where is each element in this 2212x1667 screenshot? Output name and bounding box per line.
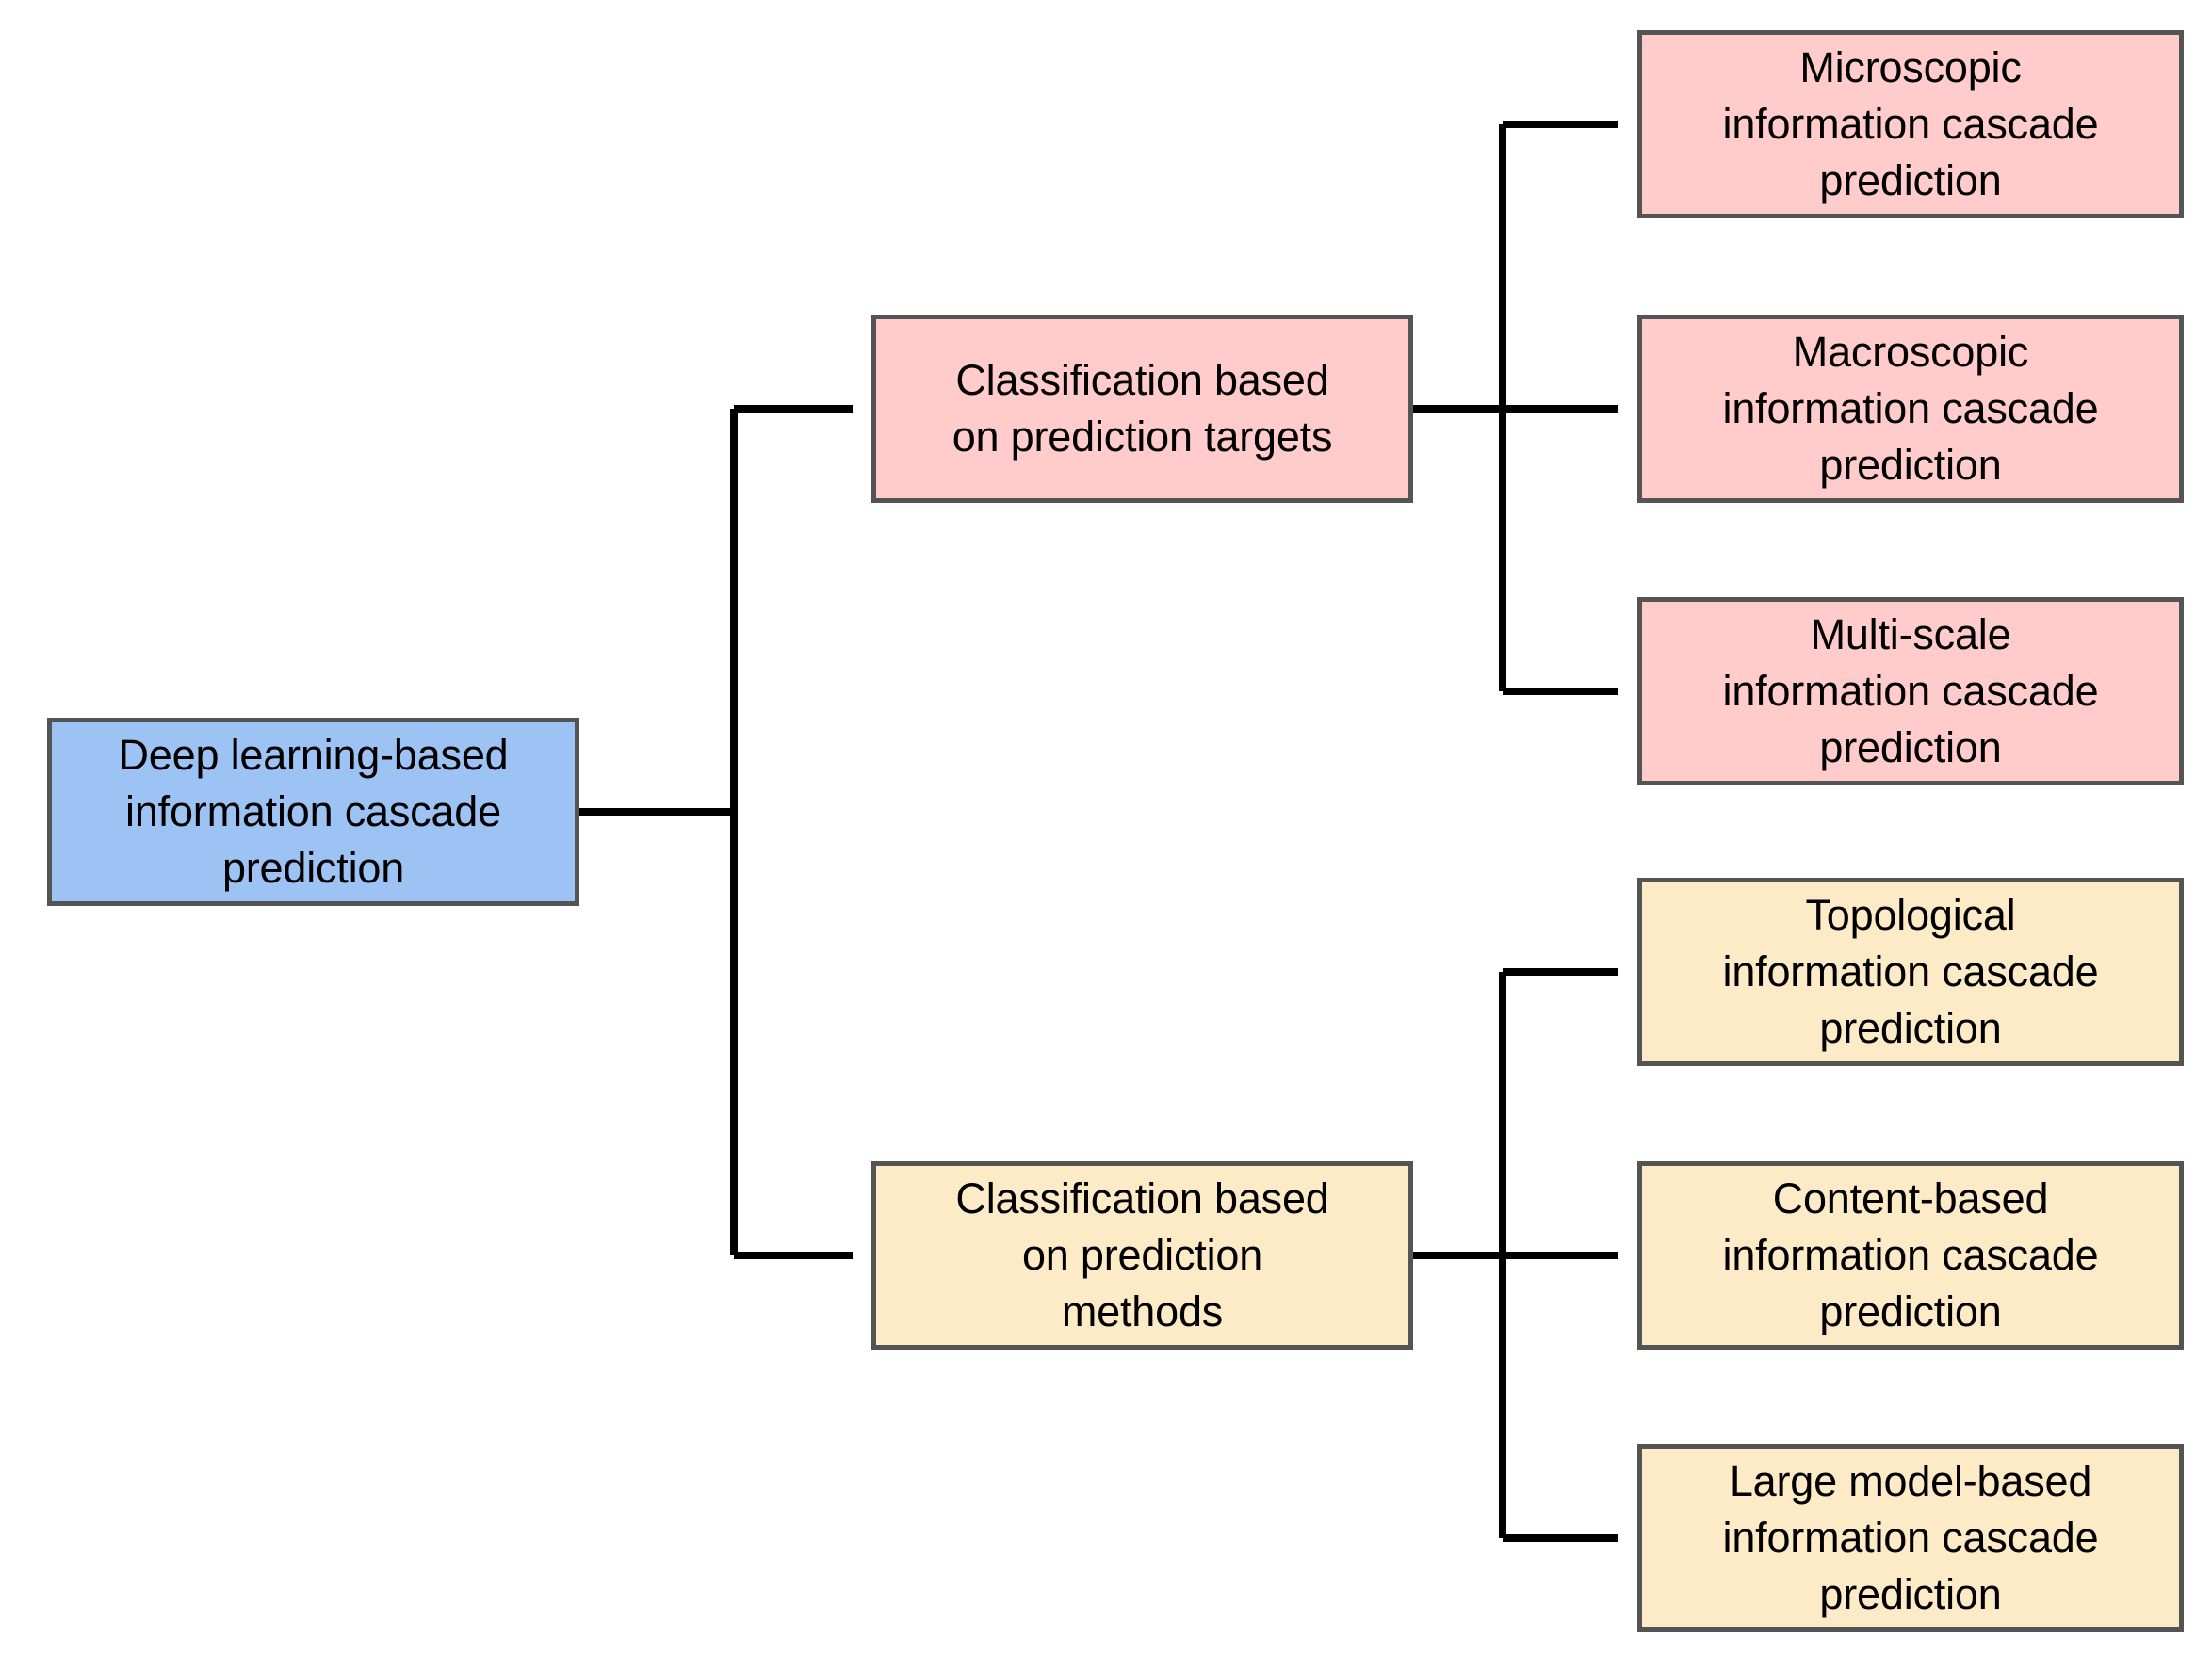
node-topological-information-cascade-prediction[interactable]: Topological information cascade predicti… bbox=[1637, 878, 2184, 1066]
node-macroscopic-information-cascade-prediction[interactable]: Macroscopic information cascade predicti… bbox=[1637, 315, 2184, 503]
edge-targets-distributor bbox=[1413, 124, 1506, 691]
node-root-deep-learning-cascade-prediction[interactable]: Deep learning-based information cascade … bbox=[47, 718, 579, 906]
node-classification-prediction-targets[interactable]: Classification based on prediction targe… bbox=[871, 315, 1413, 503]
node-microscopic-information-cascade-prediction[interactable]: Microscopic information cascade predicti… bbox=[1637, 30, 2184, 218]
edge-methods-distributor bbox=[1413, 972, 1506, 1538]
node-multi-scale-information-cascade-prediction[interactable]: Multi-scale information cascade predicti… bbox=[1637, 597, 2184, 785]
node-large-model-based-information-cascade-prediction[interactable]: Large model-based information cascade pr… bbox=[1637, 1444, 2184, 1632]
node-content-based-information-cascade-prediction[interactable]: Content-based information cascade predic… bbox=[1637, 1161, 2184, 1350]
node-classification-prediction-methods[interactable]: Classification based on prediction metho… bbox=[871, 1161, 1413, 1350]
edge-root-to-trunk bbox=[579, 409, 738, 1255]
